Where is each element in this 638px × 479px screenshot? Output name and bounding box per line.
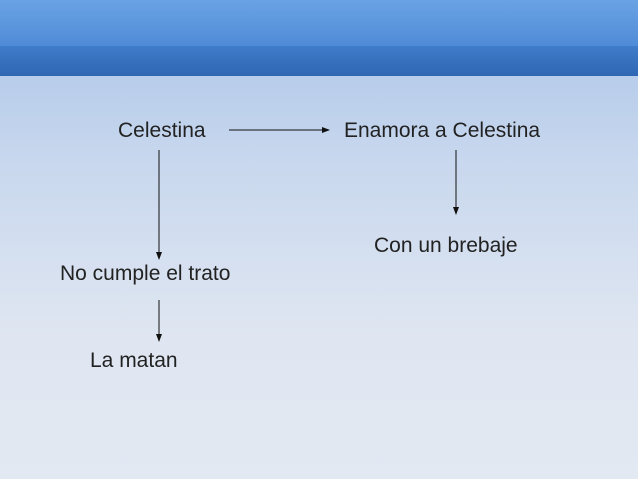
node-no-cumple: No cumple el trato	[60, 262, 231, 285]
header-band	[0, 0, 638, 76]
node-matan: La matan	[90, 349, 178, 372]
node-brebaje: Con un brebaje	[374, 234, 518, 257]
node-enamora: Enamora a Celestina	[344, 119, 541, 142]
header-top-shine	[0, 0, 638, 46]
node-celestina: Celestina	[118, 119, 206, 142]
header-lower-band	[0, 46, 638, 76]
